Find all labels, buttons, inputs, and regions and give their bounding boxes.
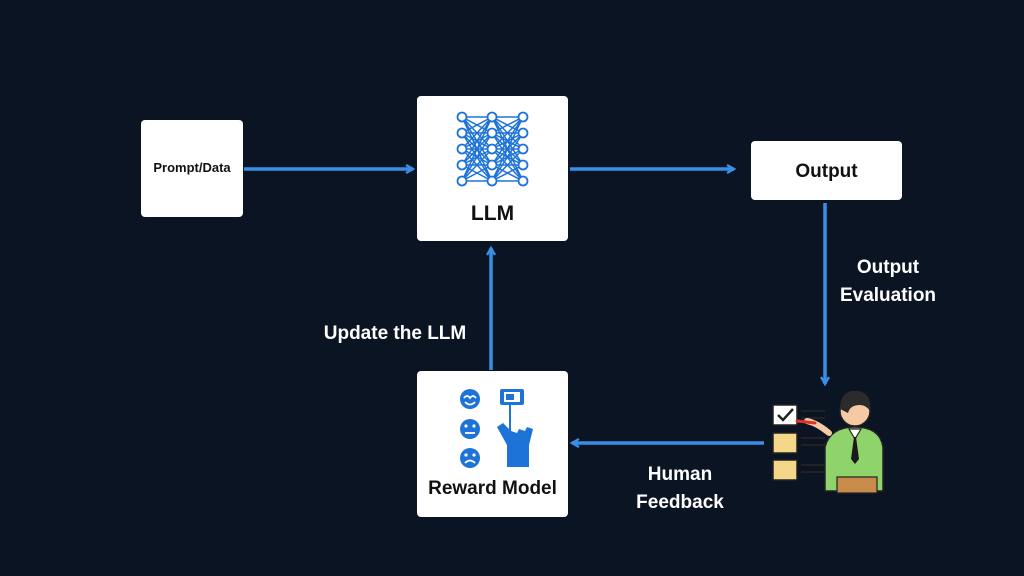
sad-face-icon xyxy=(460,448,480,468)
neural-network-icon xyxy=(456,111,529,187)
output-evaluation-label: Output Evaluation xyxy=(828,254,948,310)
update-llm-label: Update the LLM xyxy=(323,323,467,344)
output-label: Output xyxy=(795,161,858,182)
feedback-rating-icon xyxy=(460,389,533,468)
human-feedback-line2: Feedback xyxy=(636,492,724,513)
human-feedback-label: Human Feedback xyxy=(620,461,740,517)
reward-model-node: Reward Model xyxy=(417,371,568,517)
prompt-data-label: Prompt/Data xyxy=(153,160,231,175)
happy-face-icon xyxy=(460,389,480,409)
llm-label: LLM xyxy=(470,202,515,225)
hand-pointer-icon xyxy=(497,389,533,467)
output-node: Output xyxy=(751,141,902,200)
prompt-data-node: Prompt/Data xyxy=(141,120,243,217)
output-evaluation-line1: Output xyxy=(856,257,920,278)
human-evaluator-icon xyxy=(772,390,884,494)
human-feedback-line1: Human xyxy=(647,464,713,485)
checklist-icon xyxy=(772,404,825,481)
output-evaluation-line2: Evaluation xyxy=(839,285,937,306)
reward-model-label: Reward Model xyxy=(428,478,557,499)
llm-node: LLM xyxy=(417,96,568,241)
neutral-face-icon xyxy=(460,419,480,439)
person-icon xyxy=(795,390,884,494)
